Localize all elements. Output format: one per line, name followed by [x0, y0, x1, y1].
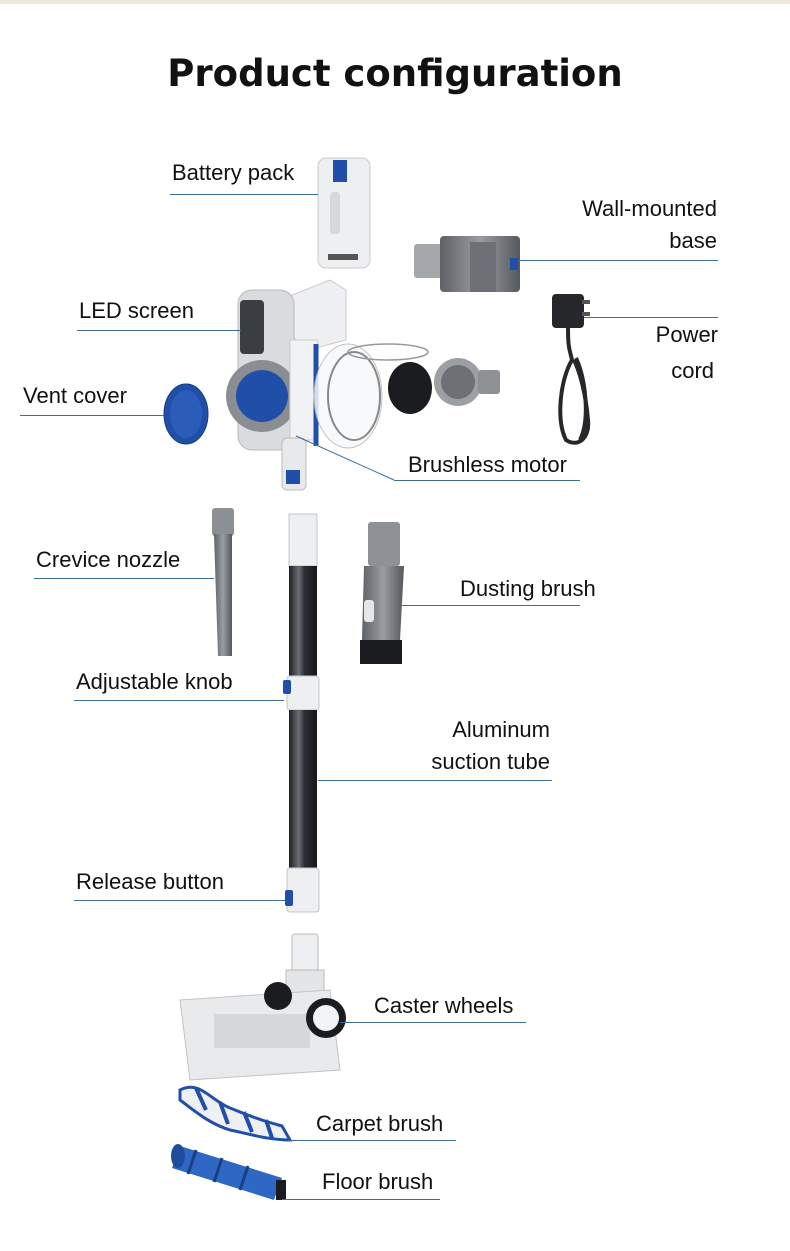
top-band [0, 0, 790, 4]
label-wall-mounted: Wall-mounted [582, 196, 717, 221]
dusting-brush-part [360, 522, 404, 664]
leader-line-release-button [74, 900, 286, 901]
label-wall-base: base [669, 228, 717, 253]
aluminum-tube-part [283, 513, 320, 913]
leader-line-wall-base [518, 260, 718, 261]
leader-line-aluminum-tube [318, 780, 552, 781]
leader-line-brushless-motor [394, 480, 580, 481]
label-battery-pack: Battery pack [172, 160, 295, 185]
vent-cover-part [163, 383, 209, 445]
leader-line-carpet-brush [288, 1140, 456, 1141]
main-body-part [226, 279, 500, 491]
leader-line-adjustable-knob [74, 700, 284, 701]
label-adjustable-knob: Adjustable knob [76, 669, 233, 694]
power-cord-part [552, 294, 591, 445]
label-led-screen: LED screen [79, 298, 194, 323]
carpet-brush-part [178, 1085, 293, 1142]
label-cord: cord [671, 358, 714, 383]
floor-head-part [179, 933, 346, 1081]
label-caster-wheels: Caster wheels [374, 993, 514, 1018]
label-suction-tube: suction tube [431, 749, 550, 774]
label-power: Power [655, 322, 718, 347]
battery-pack-part [317, 157, 371, 269]
label-vent-cover: Vent cover [23, 383, 127, 408]
label-dusting-brush: Dusting brush [460, 576, 596, 601]
leader-line-caster-wheels [340, 1022, 526, 1023]
leader-line-led-screen [77, 330, 241, 331]
label-carpet-brush: Carpet brush [316, 1111, 444, 1136]
page-title: Product configuration [167, 52, 623, 95]
label-release-button: Release button [76, 869, 224, 894]
leader-line-dusting-brush [400, 605, 580, 606]
leader-line-crevice-nozzle [34, 578, 214, 579]
label-brushless-motor: Brushless motor [408, 452, 567, 477]
leader-line-vent-cover [20, 415, 164, 416]
floor-brush-part [171, 1144, 286, 1200]
label-aluminum: Aluminum [452, 717, 550, 742]
leader-line-power-cord [584, 317, 718, 318]
label-crevice-nozzle: Crevice nozzle [36, 547, 181, 572]
wall-base-part [414, 236, 520, 292]
leader-line-battery-pack [170, 194, 318, 195]
label-floor-brush: Floor brush [322, 1169, 434, 1194]
crevice-nozzle-part [212, 508, 234, 656]
leader-line-floor-brush [282, 1199, 440, 1200]
